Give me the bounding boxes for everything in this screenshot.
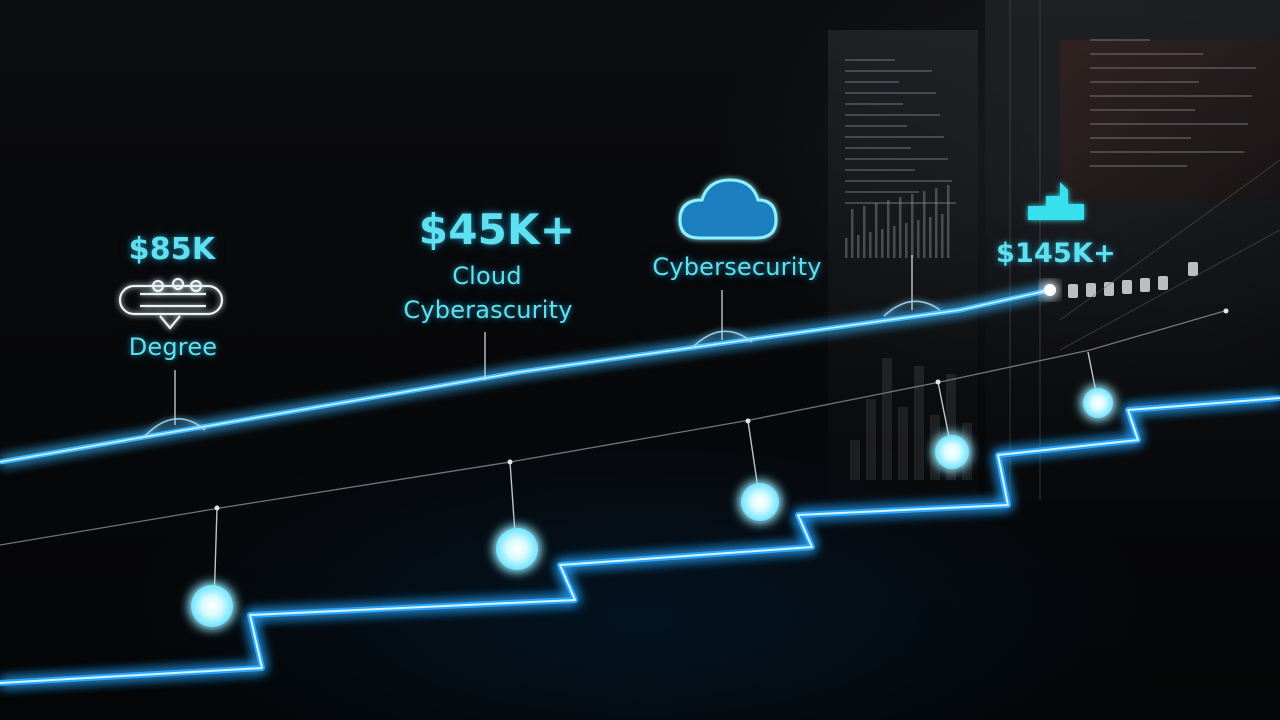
stage1-title: Degree: [128, 333, 218, 361]
dashboard-bar: [850, 440, 860, 480]
dashboard-bar: [929, 217, 932, 258]
dashboard-bar: [869, 232, 872, 258]
dashboard-bar: [935, 188, 938, 258]
dashboard-bar: [882, 358, 892, 480]
dashboard-panel-left: [828, 30, 978, 500]
career-node: [935, 435, 969, 469]
dashboard-bar: [875, 203, 878, 258]
career-node: [1083, 388, 1113, 418]
dashboard-bar: [881, 229, 884, 258]
server-indicator-row: [1068, 262, 1198, 298]
dashboard-bar: [947, 185, 950, 258]
pin-arc: [691, 330, 753, 349]
scroll-diploma-icon: [118, 277, 224, 330]
dashboard-bar: [905, 223, 908, 258]
dashboard-bar: [914, 366, 924, 480]
stepped-career-path: [0, 395, 1280, 686]
pin-arc: [883, 300, 941, 317]
stage3-title: Cybersecurity: [652, 253, 822, 281]
dashboard-panel-red: [1060, 40, 1280, 200]
dashboard-bar: [930, 415, 940, 480]
dashboard-bar: [893, 226, 896, 258]
dashboard-bar: [863, 206, 866, 258]
dashboard-bar: [911, 194, 914, 258]
dashboard-bar: [898, 407, 908, 480]
dashboard-bar: [857, 235, 860, 258]
pin-arc: [144, 418, 206, 437]
dashboard-bar: [866, 399, 876, 480]
dashboard-bar: [845, 238, 848, 258]
dashboard-bar: [851, 209, 854, 258]
stage4-salary: $145K+: [996, 238, 1116, 269]
dashboard-bar: [899, 197, 902, 258]
dashboard-bar: [923, 191, 926, 258]
dashboard-bar: [917, 220, 920, 258]
dashboard-bar: [887, 200, 890, 258]
stage2-line2: Cyberascurity: [403, 296, 573, 324]
rising-chart-icon: [1028, 182, 1084, 220]
career-node: [191, 585, 233, 627]
cloud-icon: [678, 178, 778, 240]
dashboard-bar: [946, 374, 956, 480]
career-node: [496, 528, 538, 570]
dashboard-bar: [941, 214, 944, 258]
upper-line-endpoint: [1044, 284, 1056, 296]
career-node: [741, 483, 779, 521]
stage1-salary: $85K: [128, 232, 216, 267]
stage2-line1: Cloud: [452, 262, 522, 290]
stage2-salary: $45K+: [418, 205, 576, 254]
